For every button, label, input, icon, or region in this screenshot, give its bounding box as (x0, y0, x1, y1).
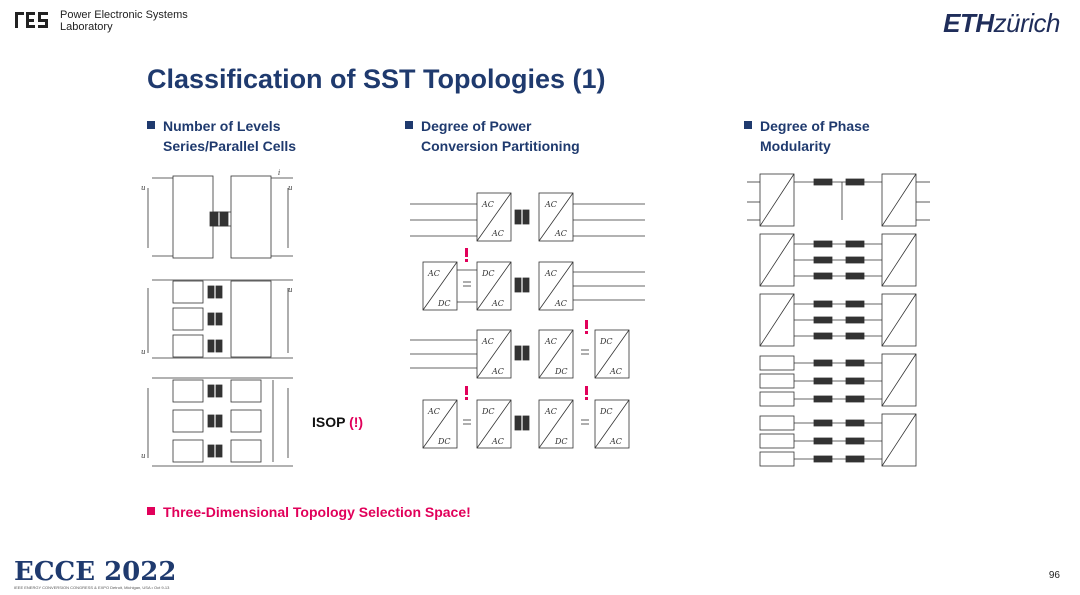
bullet-square-icon (147, 121, 155, 129)
svg-text:AC: AC (427, 407, 440, 416)
single-cell-diagram: u u i (141, 169, 293, 259)
svg-text:AC: AC (554, 229, 567, 238)
isop-diagram: u (141, 377, 293, 467)
modularity-diagram (747, 173, 930, 467)
svg-text:DC: DC (599, 407, 613, 416)
svg-text:u: u (141, 452, 146, 460)
modularity-row-1 (747, 173, 930, 227)
svg-text:u: u (288, 184, 293, 192)
modularity-row-5 (759, 413, 917, 467)
bottom-bullet: Three-Dimensional Topology Selection Spa… (147, 502, 471, 522)
svg-text:DC: DC (599, 337, 613, 346)
svg-text:AC: AC (491, 367, 504, 376)
modularity-row-4 (759, 353, 917, 407)
ecce-logo-text: ECCE 2022 (14, 557, 174, 587)
svg-text:AC: AC (544, 200, 557, 209)
svg-text:DC: DC (437, 299, 451, 308)
partition-row-4: AC DC DC AC AC DC DC AC (422, 399, 630, 449)
lab-name-line1: Power Electronic Systems (60, 9, 188, 21)
svg-text:DC: DC (481, 269, 495, 278)
ecce-logo: ECCE 2022 (14, 557, 174, 587)
column-heading-line1: Degree of Phase (760, 118, 870, 134)
partitioning-diagram: AC AC AC AC AC DC DC AC AC AC AC AC AC DC DC AC … (410, 192, 645, 449)
svg-text:AC: AC (427, 269, 440, 278)
exclaim-marks (465, 248, 588, 400)
modularity-row-2 (759, 233, 917, 287)
svg-text:AC: AC (554, 299, 567, 308)
pes-logo (15, 12, 48, 28)
svg-text:AC: AC (544, 337, 557, 346)
svg-text:AC: AC (481, 337, 494, 346)
ecce-subtitle: IEEE ENERGY CONVERSION CONGRESS & EXPO D… (14, 585, 170, 590)
bullet-square-icon (147, 507, 155, 515)
eth-logo: ETHzürich (943, 8, 1060, 39)
lab-name: Power Electronic Systems Laboratory (60, 9, 188, 33)
svg-text:u: u (141, 184, 146, 192)
svg-text:u: u (141, 348, 146, 356)
page-number: 96 (1048, 570, 1060, 581)
column-heading-partitioning: Degree of Power Conversion Partitioning (405, 116, 580, 156)
column-heading-line1: Number of Levels (163, 118, 281, 134)
svg-text:DC: DC (481, 407, 495, 416)
isop-exclaim: (!) (349, 414, 364, 430)
lab-name-line2: Laboratory (60, 21, 113, 33)
isos-diagram: u u (141, 279, 293, 359)
isop-text: ISOP (312, 414, 346, 430)
svg-text:AC: AC (609, 367, 622, 376)
svg-text:AC: AC (544, 269, 557, 278)
column-heading-line1: Degree of Power (421, 118, 532, 134)
svg-text:DC: DC (437, 437, 451, 446)
bullet-square-icon (744, 121, 752, 129)
svg-text:AC: AC (491, 437, 504, 446)
column-heading-line2: Series/Parallel Cells (163, 138, 297, 154)
modularity-row-3 (759, 293, 917, 347)
svg-text:AC: AC (544, 407, 557, 416)
partition-row-2: AC DC DC AC AC AC (422, 261, 645, 311)
slide-title: Classification of SST Topologies (1) (147, 64, 606, 94)
column-heading-levels: Number of Levels Series/Parallel Cells (147, 116, 296, 156)
column-heading-line2: Modularity (760, 138, 831, 154)
svg-text:AC: AC (491, 229, 504, 238)
svg-text:i: i (278, 169, 280, 177)
svg-text:AC: AC (481, 200, 494, 209)
svg-text:u: u (288, 286, 293, 294)
partition-row-1: AC AC AC AC (410, 192, 645, 242)
svg-text:DC: DC (554, 437, 568, 446)
svg-text:AC: AC (609, 437, 622, 446)
column-heading-line2: Conversion Partitioning (421, 138, 580, 154)
isop-label: ISOP (!) (312, 414, 363, 430)
partition-row-3: AC AC AC DC DC AC (410, 329, 630, 379)
svg-text:DC: DC (554, 367, 568, 376)
eth-logo-rest: zürich (993, 8, 1061, 38)
levels-diagram: u u i u u u (141, 169, 293, 467)
svg-text:AC: AC (491, 299, 504, 308)
bottom-bullet-text: Three-Dimensional Topology Selection Spa… (163, 504, 471, 520)
eth-logo-bold: ETH (943, 8, 994, 38)
column-heading-modularity: Degree of Phase Modularity (744, 116, 870, 156)
bullet-square-icon (405, 121, 413, 129)
